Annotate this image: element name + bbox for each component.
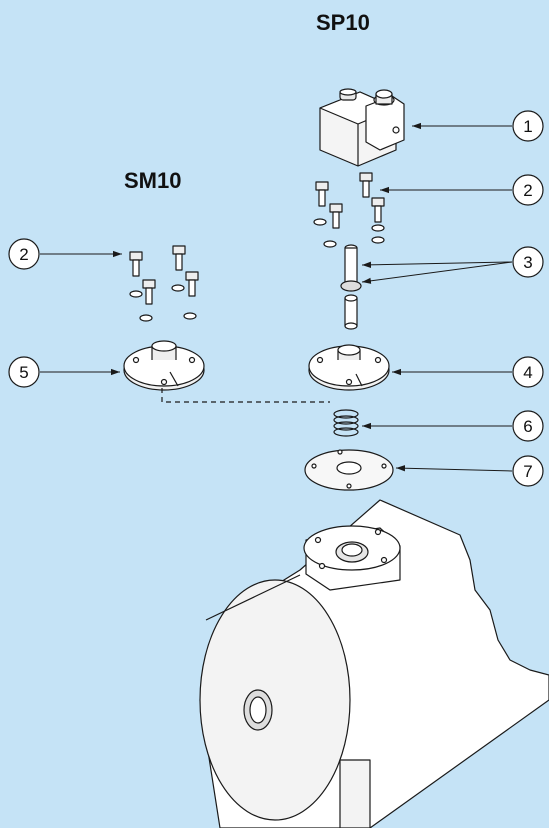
callout-7: 7	[512, 455, 544, 487]
sm10-bolts	[129, 245, 199, 322]
svg-text:6: 6	[523, 417, 532, 436]
svg-text:4: 4	[523, 363, 532, 382]
callout-2-sm10: 2	[8, 238, 40, 270]
svg-text:3: 3	[523, 253, 532, 272]
callout-3: 3	[512, 246, 544, 278]
svg-text:2: 2	[523, 181, 532, 200]
sp10-title: SP10	[316, 10, 370, 35]
svg-text:1: 1	[523, 117, 532, 136]
callout-4: 4	[512, 356, 544, 388]
svg-text:2: 2	[19, 245, 28, 264]
callout-group: 1 2 2 3 4 5 6	[8, 110, 544, 487]
svg-text:7: 7	[523, 462, 532, 481]
callout-6: 6	[512, 410, 544, 442]
spring	[333, 409, 359, 437]
leader-lines	[40, 122, 513, 472]
svg-text:5: 5	[19, 363, 28, 382]
dashed-link-line	[161, 388, 330, 403]
diaphragm	[304, 449, 394, 491]
callout-5: 5	[8, 356, 40, 388]
valve-body	[199, 499, 549, 828]
callout-1: 1	[512, 110, 544, 142]
armature-tube	[340, 244, 362, 330]
sm10-title: SM10	[124, 168, 182, 193]
callout-2-sp10: 2	[512, 174, 544, 206]
sp10-bolts	[313, 172, 385, 248]
sm10-flange	[123, 340, 205, 391]
sp10-flange	[308, 344, 390, 391]
solenoid-coil	[319, 88, 405, 167]
